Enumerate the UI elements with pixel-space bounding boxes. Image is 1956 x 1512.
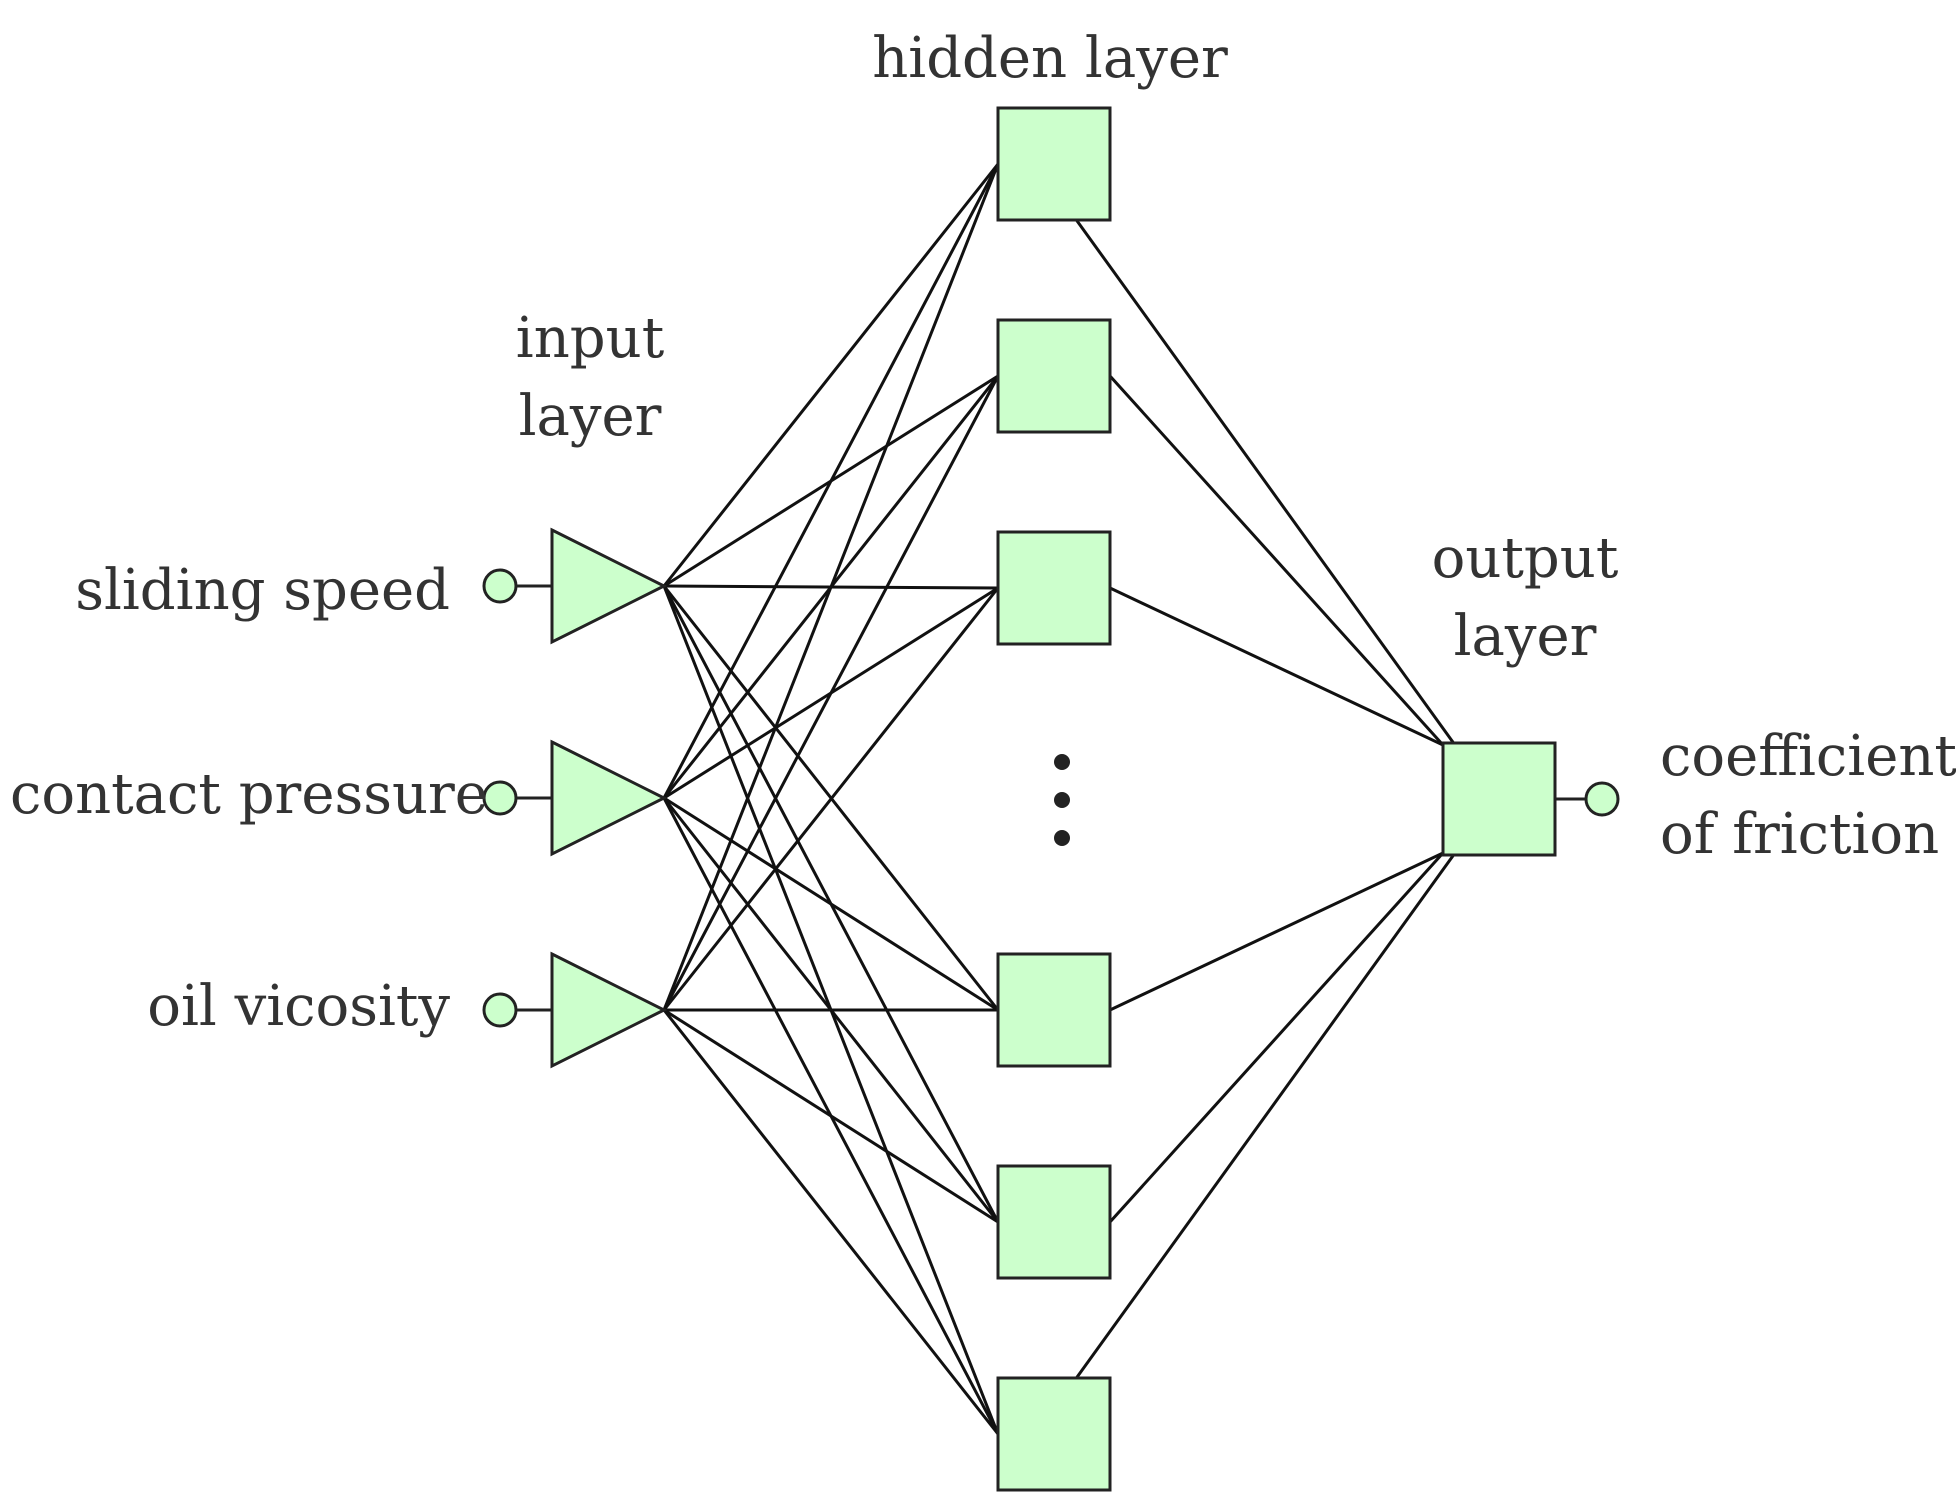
hidden-layer-label: hidden layer xyxy=(850,20,1250,98)
edge-hidden-5-output xyxy=(1108,851,1445,1224)
output-label-line-2: of friction xyxy=(1660,802,1940,867)
output-layer-label-line-1: output xyxy=(1431,526,1619,591)
input-node-2 xyxy=(550,739,668,857)
hidden-node-2 xyxy=(996,318,1112,434)
input-label-oil-vicosity: oil vicosity xyxy=(10,968,450,1046)
connections xyxy=(662,163,1457,1435)
input-node-1 xyxy=(550,527,668,645)
input-node-3 xyxy=(550,951,668,1069)
ellipsis-dot-2 xyxy=(1054,792,1070,808)
hidden-node-3 xyxy=(996,530,1112,646)
edge-input-3-hidden-5 xyxy=(663,1008,999,1224)
input-label-contact-pressure-text: contact pressure xyxy=(10,762,488,827)
edge-input-3-hidden-6 xyxy=(662,1009,1000,1435)
edge-hidden-1-output xyxy=(1075,219,1457,746)
edge-hidden-3-output xyxy=(1109,586,1444,747)
edge-input-2-hidden-4 xyxy=(663,796,999,1012)
ellipsis-dot-3 xyxy=(1054,830,1070,846)
nodes xyxy=(482,106,1620,1492)
input-layer-label: input layer xyxy=(470,300,710,456)
hidden-layer-label-text: hidden layer xyxy=(872,26,1228,91)
input-layer-label-line-2: layer xyxy=(518,384,662,449)
input-terminal-3 xyxy=(482,992,518,1028)
hidden-node-4 xyxy=(996,952,1112,1068)
hidden-node-1 xyxy=(996,106,1112,222)
output-node xyxy=(1441,741,1557,857)
input-label-sliding-speed-text: sliding speed xyxy=(75,558,450,623)
output-label: coefficient of friction xyxy=(1660,718,1956,874)
edge-input-3-hidden-1 xyxy=(662,163,1000,1011)
hidden-node-5 xyxy=(996,1164,1112,1280)
input-label-contact-pressure: contact pressure xyxy=(10,756,488,834)
ellipsis-dot-1 xyxy=(1054,754,1070,770)
input-terminal-1 xyxy=(482,568,518,604)
edge-hidden-4-output xyxy=(1109,851,1444,1012)
output-terminal xyxy=(1584,781,1620,817)
edge-input-1-hidden-1 xyxy=(662,163,1000,587)
edge-hidden-6-output xyxy=(1075,852,1457,1379)
edge-input-3-hidden-3 xyxy=(662,587,1000,1011)
output-layer-label-line-2: layer xyxy=(1453,604,1597,669)
input-terminal-2 xyxy=(482,780,518,816)
input-layer-label-line-1: input xyxy=(515,306,665,371)
input-label-oil-vicosity-text: oil vicosity xyxy=(147,974,450,1039)
input-label-sliding-speed: sliding speed xyxy=(10,552,450,630)
output-label-line-1: coefficient xyxy=(1660,724,1956,789)
output-layer-label: output layer xyxy=(1395,520,1655,676)
hidden-node-6 xyxy=(996,1376,1112,1492)
edge-hidden-2-output xyxy=(1108,374,1445,747)
edge-input-2-hidden-1 xyxy=(662,163,1000,799)
edge-input-3-hidden-2 xyxy=(662,375,1000,1011)
